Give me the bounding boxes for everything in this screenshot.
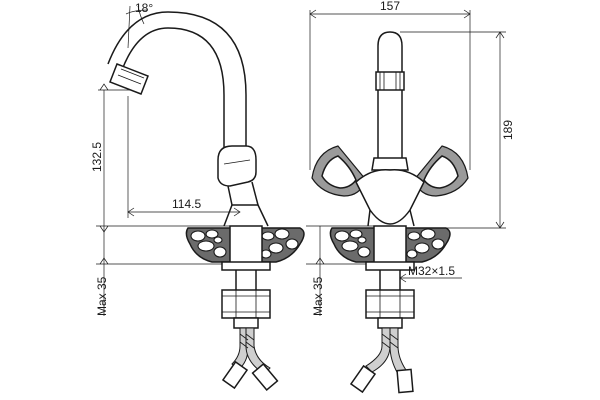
stone-pattern-front [334, 228, 445, 259]
dim-reach: 114.5 [172, 197, 201, 211]
mounting-nut-side [221, 289, 271, 319]
front-dimensions: 157 189 Max 35 M32×1.5 [306, 0, 515, 316]
stone-pattern-side [190, 228, 299, 259]
spout-front [377, 31, 403, 160]
dim-width: 157 [380, 0, 400, 13]
lever-handle [217, 145, 257, 187]
dim-height: 189 [501, 120, 515, 140]
hose-right-front [389, 327, 407, 375]
side-view [107, 11, 305, 391]
mounting-stem-side [229, 225, 263, 269]
mounting-nut-front [365, 289, 415, 319]
dim-max-thickness-right: Max 35 [311, 276, 325, 316]
aerator-front [375, 71, 405, 91]
dim-thread: M32×1.5 [408, 264, 455, 278]
dim-spout-height: 132.5 [90, 142, 104, 172]
hose-left-front [365, 327, 391, 373]
dim-max-thickness-left: Max 35 [95, 276, 109, 316]
front-view [311, 31, 469, 394]
spout [121, 27, 225, 155]
dim-angle: 18° [135, 1, 153, 15]
side-dimensions: 18° 132.5 114.5 Max 35 [90, 1, 241, 316]
